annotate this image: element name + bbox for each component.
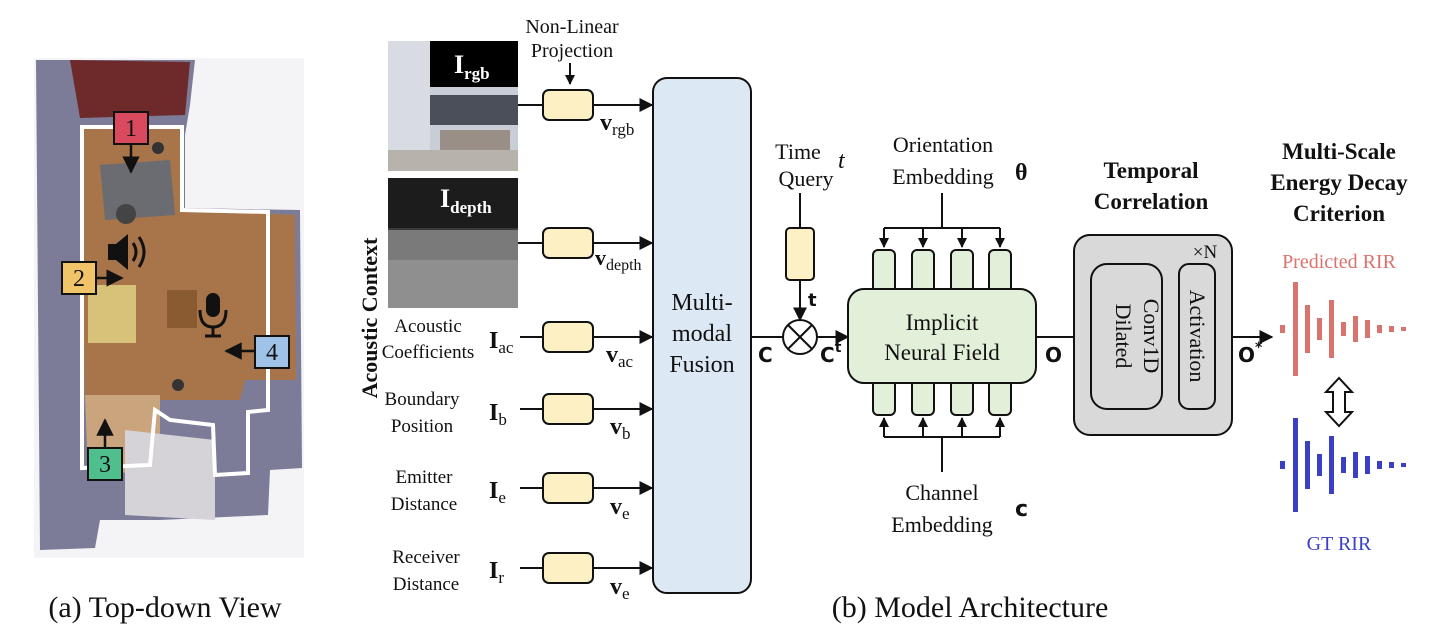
criterion-line2: Energy Decay xyxy=(1270,170,1408,195)
svg-text:Acoustic: Acoustic xyxy=(394,316,462,337)
t-bold-label: t xyxy=(808,290,817,311)
projection-depth: vdepth xyxy=(518,227,654,274)
time-projection-box xyxy=(785,227,815,281)
svg-text:Fusion: Fusion xyxy=(669,352,734,378)
input-receiver-distance: Receiver Distance Ir ve xyxy=(392,547,654,603)
svg-text:vac: vac xyxy=(606,342,634,371)
svg-text:Coefficients: Coefficients xyxy=(382,342,475,363)
gt-rir-label: GT RIR xyxy=(1307,533,1372,555)
temporal-correlation-block: ×N Dilated Conv1D Activation xyxy=(1073,234,1233,436)
orientation-line2: Embedding xyxy=(892,164,993,189)
svg-text:vdepth: vdepth xyxy=(595,245,642,274)
svg-text:Iac: Iac xyxy=(489,328,514,357)
svg-text:Implicit: Implicit xyxy=(906,310,979,335)
svg-text:×N: ×N xyxy=(1193,242,1218,263)
ct-label: Ct xyxy=(820,340,842,367)
svg-text:Distance: Distance xyxy=(393,574,459,595)
marker-1: 1 xyxy=(113,111,149,174)
predicted-rir-label: Predicted RIR xyxy=(1282,251,1397,273)
rgb-image: Irgb xyxy=(388,41,518,171)
svg-text:3: 3 xyxy=(99,452,111,478)
svg-text:4: 4 xyxy=(266,340,278,366)
channel-line2: Embedding xyxy=(891,512,992,537)
microphone-icon xyxy=(198,293,228,338)
top-down-view: 1 2 3 4 (a) Top-down View xyxy=(34,58,304,624)
projection-rgb: vrgb xyxy=(518,89,654,139)
svg-text:Activation: Activation xyxy=(1185,290,1210,383)
svg-text:ve: ve xyxy=(610,494,630,523)
gt-rir-waveform xyxy=(1280,418,1406,512)
temporal-line1: Temporal xyxy=(1104,158,1199,183)
svg-text:vrgb: vrgb xyxy=(600,110,634,139)
floorplan-render xyxy=(34,58,304,558)
svg-text:1: 1 xyxy=(125,116,137,142)
time-query-line1: Time xyxy=(775,139,821,164)
marker-2: 2 xyxy=(61,261,124,295)
svg-text:Conv1D: Conv1D xyxy=(1139,299,1164,374)
speaker-icon xyxy=(108,234,146,270)
theta-symbol: θ xyxy=(1015,160,1028,186)
svg-text:Receiver: Receiver xyxy=(392,547,460,568)
o-star-label: O* xyxy=(1238,340,1263,367)
svg-text:Irgb: Irgb xyxy=(454,50,490,83)
acoustic-context-label: Acoustic Context xyxy=(357,237,382,398)
marker-3: 3 xyxy=(87,418,123,481)
comparison-double-arrow xyxy=(1323,376,1355,428)
svg-text:Dilated: Dilated xyxy=(1111,304,1136,369)
predicted-rir-waveform xyxy=(1280,282,1406,376)
svg-text:2: 2 xyxy=(73,266,85,292)
input-boundary-position: Boundary Position Ib vb xyxy=(385,389,654,443)
implicit-neural-field-block: Implicit Neural Field xyxy=(847,288,1037,384)
channel-line1: Channel xyxy=(905,480,978,505)
input-emitter-distance: Emitter Distance Ie ve xyxy=(391,467,654,523)
temporal-line2: Correlation xyxy=(1094,189,1209,214)
nonlinear-projection-line2: Projection xyxy=(531,40,613,62)
time-symbol: t xyxy=(838,148,846,174)
caption-a: (a) Top-down View xyxy=(48,591,282,624)
nonlinear-projection-line1: Non-Linear xyxy=(525,16,619,38)
input-acoustic-coefficients: Acoustic Coefficients Iac vac xyxy=(382,316,654,371)
svg-text:Distance: Distance xyxy=(391,494,457,515)
svg-text:Boundary: Boundary xyxy=(385,389,460,410)
criterion-line3: Criterion xyxy=(1293,201,1385,226)
multimodal-fusion-block: Multi- modal Fusion xyxy=(652,77,752,594)
svg-text:Multi-: Multi- xyxy=(671,290,732,316)
svg-text:modal: modal xyxy=(672,321,732,347)
depth-image: Idepth xyxy=(388,178,518,308)
marker-4: 4 xyxy=(224,335,290,369)
multiply-operator xyxy=(782,319,818,355)
svg-text:Ir: Ir xyxy=(489,558,504,587)
svg-text:ve: ve xyxy=(610,574,630,603)
model-architecture: Acoustic Context Non-Linear Projection I… xyxy=(357,16,1408,624)
svg-text:Position: Position xyxy=(391,416,454,437)
time-query-line2: Query xyxy=(779,166,834,191)
svg-text:vb: vb xyxy=(610,414,631,443)
o-label: O xyxy=(1045,343,1062,367)
svg-text:Idepth: Idepth xyxy=(440,184,492,217)
criterion-line1: Multi-Scale xyxy=(1282,139,1396,164)
svg-text:Ib: Ib xyxy=(489,400,507,429)
svg-text:Ie: Ie xyxy=(489,478,506,507)
caption-b: (b) Model Architecture xyxy=(832,591,1109,624)
c-symbol: c xyxy=(1015,497,1028,522)
svg-text:Neural Field: Neural Field xyxy=(884,340,1000,365)
c-label: C xyxy=(758,343,773,367)
orientation-line1: Orientation xyxy=(893,132,993,157)
svg-text:Emitter: Emitter xyxy=(396,467,454,488)
